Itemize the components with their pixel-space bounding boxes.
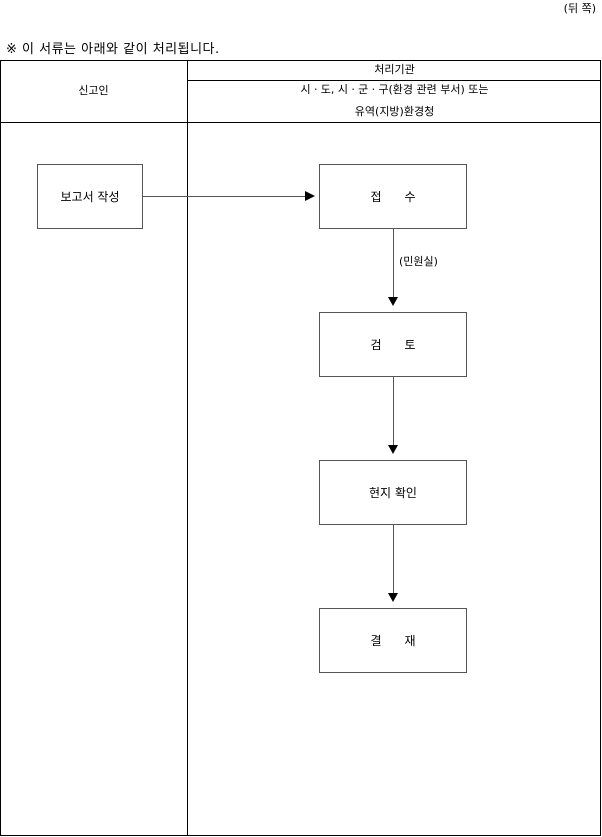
step-receipt: 접 수 (319, 164, 467, 229)
connector-review-to-inspection (393, 377, 394, 445)
page-side-label: (뒤 쪽) (563, 2, 596, 15)
header-divider (0, 122, 601, 123)
receipt-office-label: (민원실) (399, 255, 438, 268)
step-report-writing: 보고서 작성 (37, 164, 143, 229)
agency-header-divider (187, 80, 601, 81)
arrow-right-icon (305, 191, 315, 201)
agency-column-header: 처리기관 (374, 63, 415, 76)
arrow-down-icon (388, 297, 398, 306)
step-site-inspection: 현지 확인 (319, 460, 467, 525)
process-table (0, 60, 601, 836)
connector-inspection-to-approval (393, 525, 394, 593)
column-divider (187, 60, 188, 836)
step-review: 검 토 (319, 312, 467, 377)
connector-report-to-receipt (143, 196, 306, 197)
applicant-column-header: 신고인 (78, 84, 109, 97)
agency-detail-line-1: 시ㆍ도, 시ㆍ군ㆍ구(환경 관련 부서) 또는 (300, 83, 489, 96)
step-approval: 결 재 (319, 608, 467, 673)
processing-note: ※ 이 서류는 아래와 같이 처리됩니다. (6, 42, 220, 57)
arrow-down-icon (388, 445, 398, 454)
arrow-down-icon (388, 593, 398, 602)
agency-detail-line-2: 유역(지방)환경청 (354, 105, 435, 118)
connector-receipt-to-review (393, 229, 394, 297)
